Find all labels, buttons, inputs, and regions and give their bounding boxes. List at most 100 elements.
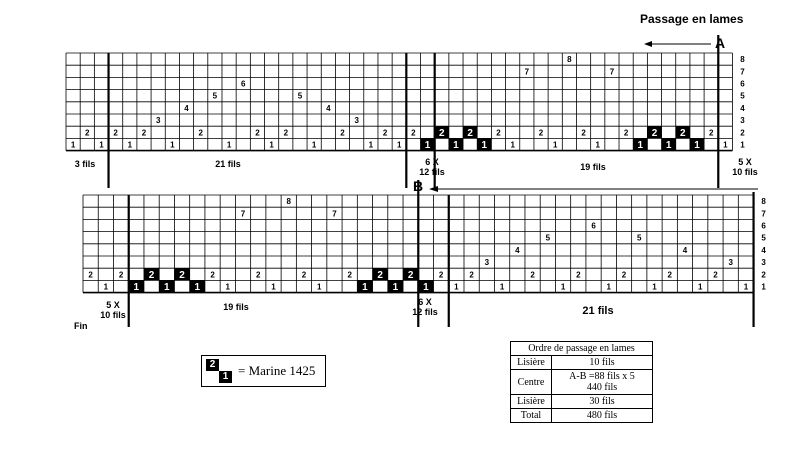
marker-b: B — [413, 178, 424, 194]
bottom-heddle-number: 2 — [210, 270, 215, 279]
top-heddle-number: 1 — [99, 141, 104, 150]
bottom-heddle-number: 1 — [561, 283, 566, 292]
top-filled-cell — [633, 138, 648, 151]
top-group-label: 5 X 10 fils — [732, 157, 758, 177]
table-cell: Lisière — [510, 355, 552, 370]
bottom-heddle-number: 7 — [332, 209, 337, 218]
bottom-filled-cell — [128, 280, 144, 293]
bottom-heddle-number: 2 — [469, 270, 474, 279]
bottom-row-number: 6 — [761, 222, 766, 231]
top-group-label: 6 X 12 fils — [419, 157, 445, 177]
top-heddle-number: 1 — [553, 141, 558, 150]
bottom-heddle-number: 2 — [149, 270, 155, 281]
top-heddle-number: 1 — [723, 141, 728, 150]
top-row-number: 8 — [740, 55, 745, 64]
top-heddle-number: 1 — [71, 141, 76, 150]
bottom-heddle-number: 1 — [104, 283, 109, 292]
bottom-heddle-number: 2 — [88, 270, 93, 279]
top-heddle-number: 2 — [198, 128, 203, 137]
bottom-heddle-number: 1 — [607, 283, 612, 292]
table-cell: 10 fils — [551, 355, 653, 370]
bottom-arrow-head — [429, 186, 438, 192]
bottom-filled-cell — [372, 268, 388, 281]
top-heddle-number: 1 — [666, 140, 672, 151]
bottom-filled-cell — [159, 280, 175, 293]
top-heddle-number: 2 — [113, 128, 118, 137]
top-heddle-number: 1 — [638, 140, 644, 151]
bottom-heddle-number: 6 — [591, 222, 596, 231]
top-row-number: 2 — [740, 128, 745, 137]
top-heddle-number: 1 — [369, 141, 374, 150]
top-heddle-number: 2 — [439, 128, 445, 139]
bottom-filled-cell — [418, 280, 434, 293]
bottom-heddle-number: 1 — [226, 283, 231, 292]
bottom-heddle-number: 5 — [637, 234, 642, 243]
bottom-heddle-number: 2 — [668, 270, 673, 279]
bottom-group-label: 21 fils — [582, 305, 614, 317]
legend-dark-1: 1 — [219, 371, 232, 383]
top-group-label: 19 fils — [580, 162, 606, 172]
top-filled-cell — [420, 138, 435, 151]
legend-text: = Marine 1425 — [238, 363, 316, 378]
bottom-filled-cell — [189, 280, 205, 293]
bottom-heddle-number: 4 — [515, 246, 520, 255]
top-heddle-number: 2 — [467, 128, 473, 139]
marker-a: A — [715, 35, 726, 51]
top-filled-cell — [661, 138, 676, 151]
table-cell: 480 fils — [551, 408, 653, 423]
bottom-filled-cell — [357, 280, 373, 293]
top-heddle-number: 1 — [397, 141, 402, 150]
top-row-number: 6 — [740, 80, 745, 89]
bottom-heddle-number: 2 — [713, 270, 718, 279]
bottom-heddle-number: 2 — [347, 270, 352, 279]
bottom-heddle-number: 2 — [439, 270, 444, 279]
bottom-row-number: 5 — [761, 234, 766, 243]
bottom-heddle-number: 1 — [164, 282, 170, 293]
bottom-heddle-number: 1 — [195, 282, 201, 293]
bottom-row-number: 3 — [761, 258, 766, 267]
table-cell: Total — [510, 408, 552, 423]
table-cell: 30 fils — [551, 394, 653, 409]
top-heddle-number: 1 — [425, 140, 431, 151]
bottom-heddle-number: 7 — [241, 209, 246, 218]
table-cell: Centre — [510, 369, 552, 395]
top-heddle-number: 4 — [326, 104, 331, 113]
bottom-row-number: 8 — [761, 197, 766, 206]
bottom-heddle-number: 1 — [317, 283, 322, 292]
bottom-heddle-number: 4 — [683, 246, 688, 255]
bottom-heddle-number: 1 — [423, 282, 429, 293]
top-heddle-number: 3 — [354, 116, 359, 125]
top-heddle-number: 1 — [510, 141, 515, 150]
bottom-group-label: 5 X 10 fils — [100, 300, 126, 320]
top-filled-cell — [477, 138, 492, 151]
top-heddle-number: 8 — [567, 55, 572, 64]
top-row-number: 4 — [740, 104, 745, 113]
bottom-row-number: 4 — [761, 246, 766, 255]
bottom-heddle-number: 1 — [271, 283, 276, 292]
top-heddle-number: 2 — [383, 128, 388, 137]
bottom-group-label: 19 fils — [223, 302, 249, 312]
bottom-heddle-number: 2 — [256, 270, 261, 279]
bottom-heddle-number: 2 — [408, 270, 414, 281]
bottom-heddle-number: 1 — [698, 283, 703, 292]
top-heddle-number: 2 — [411, 128, 416, 137]
top-row-number: 1 — [740, 141, 745, 150]
bottom-heddle-number: 1 — [500, 283, 505, 292]
bottom-row-number: 7 — [761, 209, 766, 218]
bottom-heddle-number: 2 — [119, 270, 124, 279]
diagram-title: Passage en lames — [640, 12, 744, 26]
top-arrow-head — [644, 41, 652, 47]
bottom-heddle-number: 2 — [530, 270, 535, 279]
top-heddle-number: 1 — [312, 141, 317, 150]
top-heddle-number: 2 — [142, 128, 147, 137]
bottom-heddle-number: 2 — [377, 270, 383, 281]
bottom-heddle-number: 5 — [546, 234, 551, 243]
top-row-number: 3 — [740, 116, 745, 125]
bottom-heddle-number: 1 — [744, 283, 749, 292]
top-heddle-number: 7 — [525, 67, 530, 76]
bottom-heddle-number: 1 — [134, 282, 140, 293]
top-heddle-number: 2 — [284, 128, 289, 137]
bottom-heddle-number: 1 — [393, 282, 399, 293]
